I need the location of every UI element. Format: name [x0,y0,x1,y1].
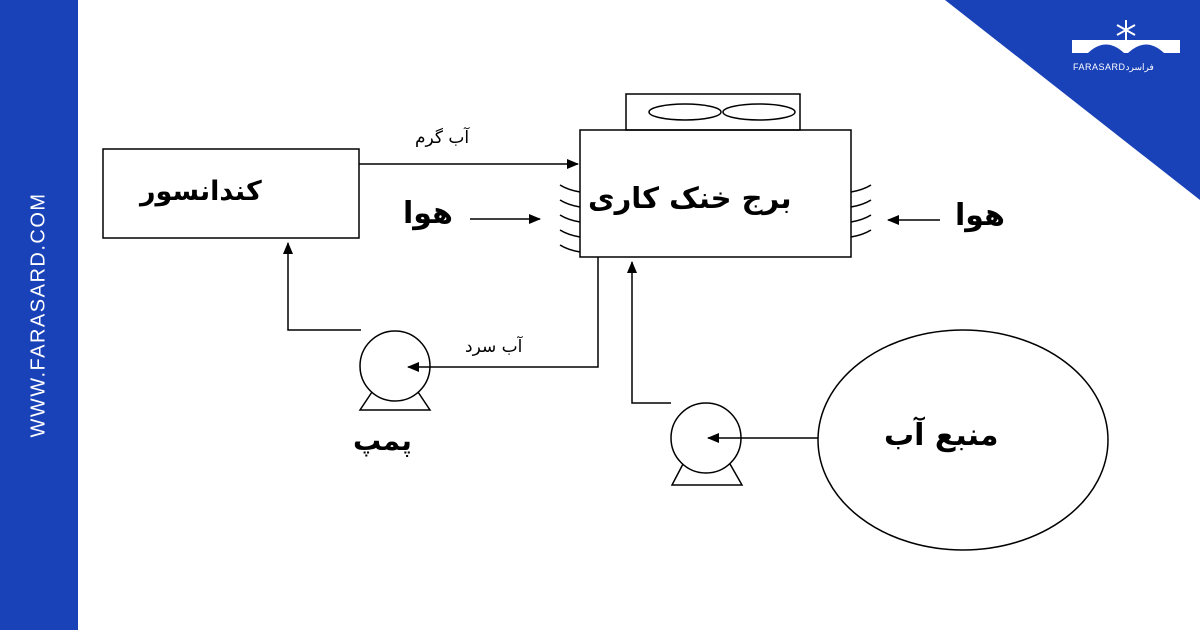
air-right-label: هوا [955,198,1005,233]
right-louvers-icon [850,184,872,238]
cold-water-line [407,257,599,372]
condenser-label: کندانسور [140,176,262,207]
hot-water-label: آب گرم [415,128,470,148]
cold-water-label: آب سرد [465,337,523,357]
makeup-rise-line [627,261,671,404]
logo-icon [1072,20,1180,53]
fan-housing [625,93,801,131]
sidebar-brand-bar: WWW.FARASARD.COM [0,0,78,630]
cooling-tower-label: برج خنک کاری [588,181,792,215]
pump-label: پمپ [353,424,412,457]
water-source-label: منبع آب [884,418,999,453]
water-source-ellipse [817,329,1109,551]
logo-text: FARASARDفراسرد [1073,62,1154,72]
air-left-label: هوا [403,196,453,231]
snowflake-icon [1116,20,1136,40]
pump-1-icon [358,330,432,411]
condenser-return-line [283,242,361,331]
condenser-box [102,148,360,239]
pump-2-icon [670,402,744,486]
left-louvers-icon [559,184,581,253]
fan-icon [648,103,796,121]
